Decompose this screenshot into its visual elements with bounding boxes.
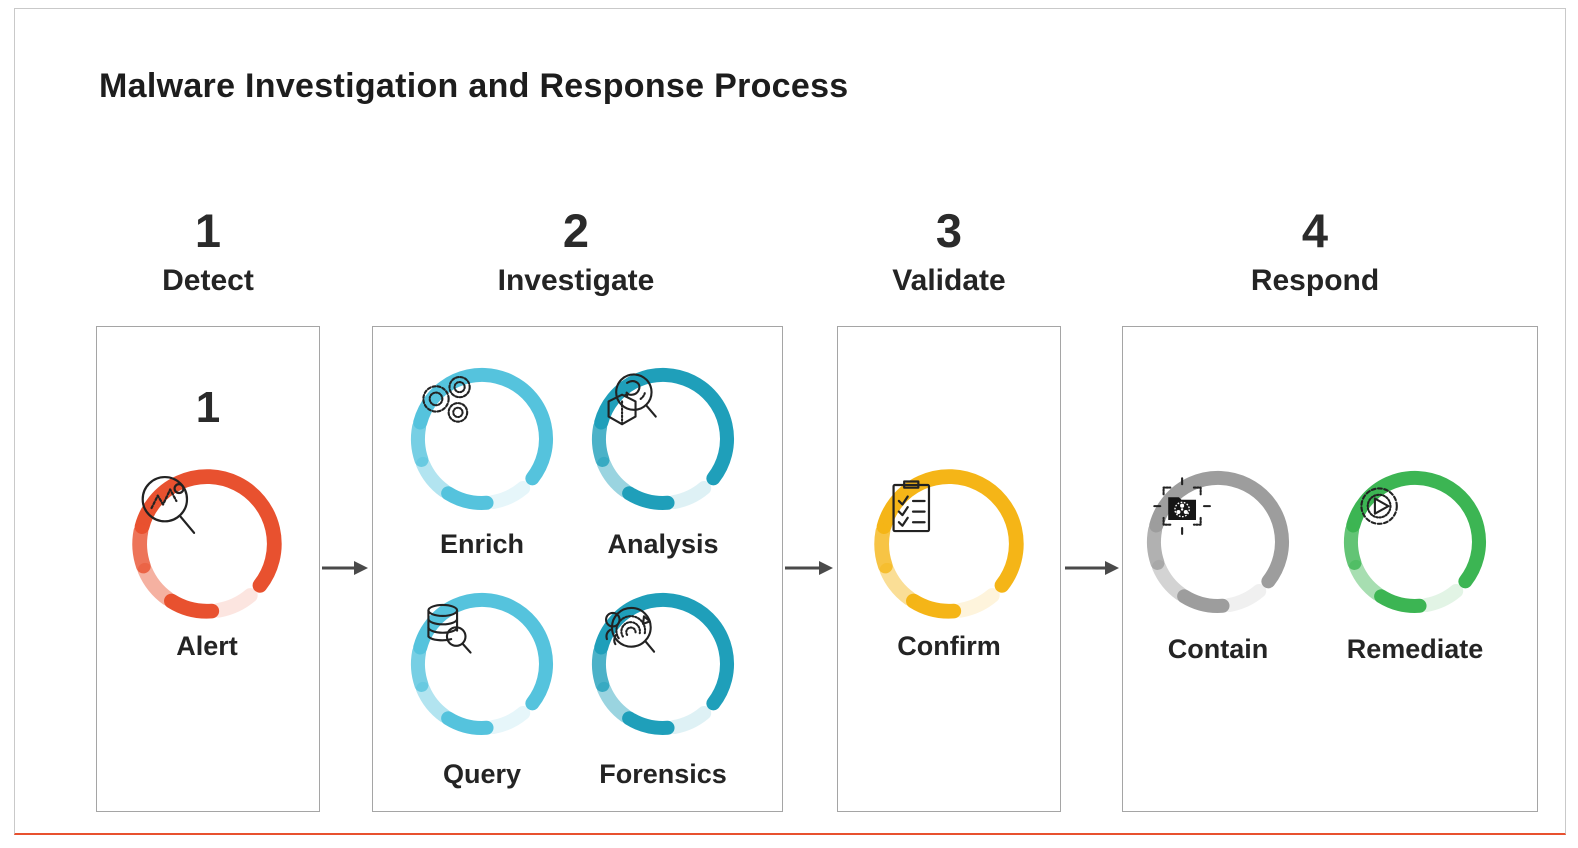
cube-magnifier-icon [607, 373, 657, 426]
fingerprint-magnifier-icon [605, 606, 656, 653]
step-3-label: Validate [892, 264, 1006, 297]
alert-ring [125, 462, 289, 626]
item-label-enrich: Enrich [439, 529, 525, 559]
step-4-number: 4 [1301, 204, 1329, 257]
gears-icon [422, 375, 471, 423]
step-4-label: Respond [1250, 264, 1380, 297]
clipboard-checklist-icon [892, 480, 931, 533]
step-1-panel [96, 326, 320, 812]
enrich-ring [404, 361, 560, 517]
page-title: Malware Investigation and Response Proce… [99, 67, 849, 105]
magnifier-waveform-icon [141, 475, 196, 534]
contain-ring [1140, 464, 1296, 620]
step-1-number: 1 [194, 204, 222, 257]
step-1-label: Detect [162, 264, 254, 297]
database-magnifier-icon [427, 603, 472, 654]
item-label-remediate: Remediate [1346, 634, 1484, 664]
confirm-ring [867, 462, 1031, 626]
forensics-ring [585, 586, 741, 742]
step-3-header: 3 Validate [837, 205, 1061, 299]
panel-1-number: 1 [195, 383, 221, 432]
step-2-number: 2 [562, 204, 590, 257]
arrow-right-icon [785, 561, 833, 575]
gear-play-icon [1360, 487, 1398, 525]
target-biohazard-icon [1153, 477, 1211, 535]
analysis-ring [585, 361, 741, 517]
step-2-header: 2 Investigate [372, 205, 780, 299]
step-4-header: 4 Respond [1105, 205, 1525, 299]
item-label-analysis: Analysis [607, 529, 719, 559]
remediate-ring [1337, 464, 1493, 620]
step-3-number: 3 [935, 204, 963, 257]
step-2-label: Investigate [497, 264, 655, 297]
item-label-alert: Alert [176, 631, 238, 661]
step-3-panel [837, 326, 1061, 812]
item-label-forensics: Forensics [599, 759, 727, 789]
item-label-confirm: Confirm [897, 631, 1001, 661]
step-1-header: 1 Detect [96, 205, 320, 299]
arrow-right-icon [1065, 561, 1119, 575]
process-card: Malware Investigation and Response Proce… [14, 8, 1566, 835]
item-label-contain: Contain [1167, 634, 1269, 664]
item-label-query: Query [442, 759, 522, 789]
arrow-right-icon [322, 561, 368, 575]
query-ring [404, 586, 560, 742]
